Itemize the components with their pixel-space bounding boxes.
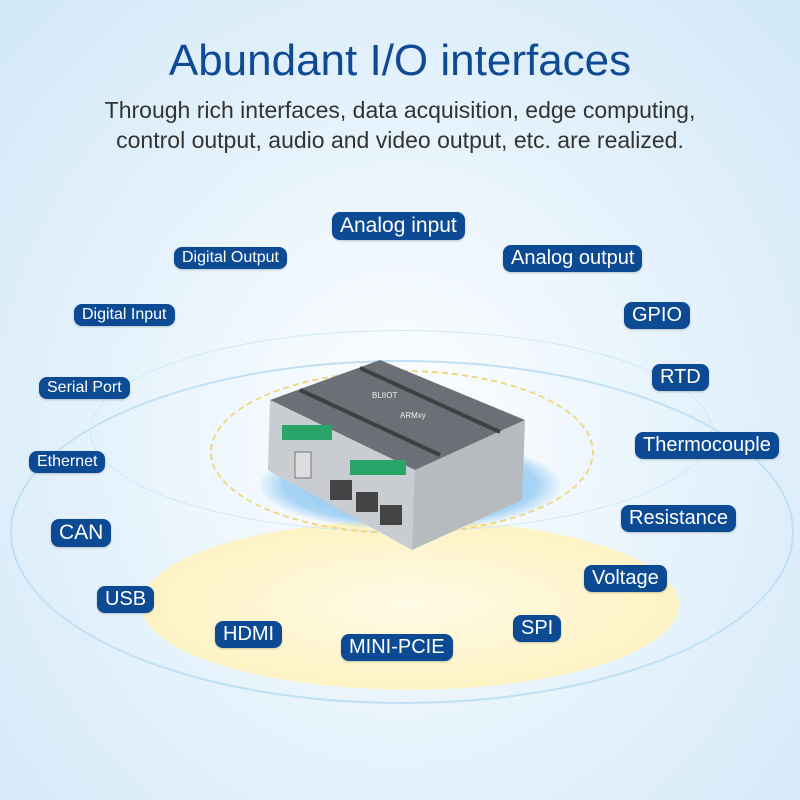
label-voltage: Voltage <box>584 565 667 592</box>
page-title: Abundant I/O interfaces <box>168 36 632 85</box>
subtitle-line: Through rich interfaces, data acquisitio… <box>104 97 696 123</box>
label-ethernet: Ethernet <box>29 451 106 473</box>
label-gpio: GPIO <box>624 302 691 329</box>
subtitle-line: control output, audio and video output, … <box>116 127 684 153</box>
label-digital-input: Digital Input <box>74 304 175 326</box>
model-logo: ARMxy <box>400 411 426 420</box>
label-thermocouple: Thermocouple <box>635 432 779 459</box>
label-spi: SPI <box>513 615 562 642</box>
label-usb: USB <box>97 586 155 613</box>
label-digital-output: Digital Output <box>174 247 287 269</box>
label-rtd: RTD <box>652 364 709 391</box>
label-hdmi: HDMI <box>215 621 283 648</box>
brand-logo: BLIIOT <box>372 391 397 400</box>
label-resistance: Resistance <box>621 505 736 532</box>
label-serial-port: Serial Port <box>39 377 130 399</box>
label-analog-output: Analog output <box>503 245 643 272</box>
label-analog-input: Analog input <box>332 212 465 240</box>
label-can: CAN <box>51 519 112 547</box>
label-mini-pcie: MINI-PCIE <box>341 634 453 661</box>
